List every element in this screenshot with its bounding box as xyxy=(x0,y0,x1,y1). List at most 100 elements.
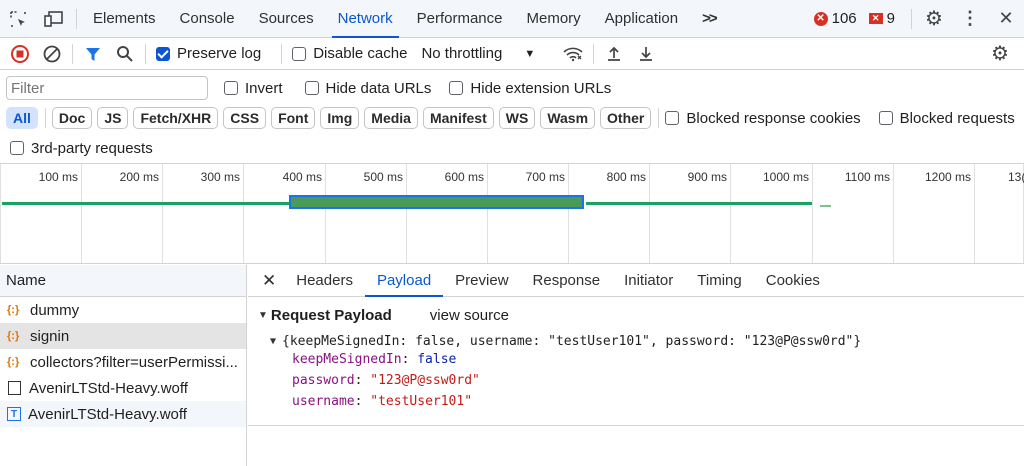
timeline-request-bar xyxy=(586,202,812,205)
tick-label: 13( xyxy=(1008,170,1024,184)
type-filter-img[interactable]: Img xyxy=(320,107,360,129)
divider xyxy=(911,8,912,29)
tab-headers[interactable]: Headers xyxy=(296,272,353,289)
inspect-element-icon[interactable] xyxy=(0,0,36,38)
tab-network[interactable]: Network xyxy=(326,0,405,38)
timeline-tick: 100 ms xyxy=(39,164,82,263)
invert-checkbox[interactable]: Invert xyxy=(224,80,283,97)
error-icon: ✕ xyxy=(813,11,828,26)
tab-preview[interactable]: Preview xyxy=(455,272,509,289)
hide-extension-urls-checkbox[interactable]: Hide extension URLs xyxy=(449,80,611,97)
settings-gear-icon[interactable]: ⚙ xyxy=(925,8,943,30)
timeline-tick: 900 ms xyxy=(688,164,731,263)
type-filter-other[interactable]: Other xyxy=(600,107,652,129)
payload-property[interactable]: username: "testUser101" xyxy=(292,394,473,409)
name-column-header[interactable]: Name xyxy=(0,265,246,297)
blocked-requests-checkbox[interactable]: Blocked requests xyxy=(878,110,1015,127)
third-party-requests-checkbox[interactable]: 3rd-party requests xyxy=(10,140,153,157)
blocked-response-cookies-checkbox[interactable]: Blocked response cookies xyxy=(665,109,861,127)
more-tabs-button[interactable]: >> xyxy=(702,10,718,27)
tab-sources[interactable]: Sources xyxy=(258,10,314,27)
type-filter-js[interactable]: JS xyxy=(97,107,129,129)
export-har-download-icon[interactable] xyxy=(630,38,662,70)
tab-console[interactable]: Console xyxy=(179,10,235,27)
hide-data-urls-checkbox[interactable]: Hide data URLs xyxy=(304,80,431,97)
error-count: 106 xyxy=(831,10,857,27)
tick-label: 1100 ms xyxy=(844,170,890,184)
request-row[interactable]: {:} collectors?filter=userPermissi... xyxy=(0,349,246,375)
tick-label: 700 ms xyxy=(525,170,565,184)
tab-timing[interactable]: Timing xyxy=(697,272,742,289)
json-icon: {:} xyxy=(7,330,20,342)
request-row-selected[interactable]: {:} signin xyxy=(0,323,246,349)
invert-label: Invert xyxy=(245,79,283,97)
tab-cookies[interactable]: Cookies xyxy=(765,272,820,289)
tick-label: 1000 ms xyxy=(762,170,809,184)
object-preview: {keepMeSignedIn: false, username: "testU… xyxy=(282,334,862,349)
property-value: "testUser101" xyxy=(370,394,473,409)
import-har-upload-icon[interactable] xyxy=(598,38,630,70)
divider xyxy=(145,43,146,64)
type-filter-css[interactable]: CSS xyxy=(223,107,267,129)
request-name: dummy xyxy=(30,301,80,319)
third-party-row: 3rd-party requests xyxy=(0,134,1024,162)
type-filter-wasm[interactable]: Wasm xyxy=(540,107,596,129)
stop-recording-icon[interactable] xyxy=(4,38,36,70)
timeline-tick: 400 ms xyxy=(283,164,326,263)
payload-object-summary[interactable]: ▼ {keepMeSignedIn: false, username: "tes… xyxy=(270,334,1014,349)
filter-funnel-icon[interactable] xyxy=(77,38,109,70)
type-filter-font[interactable]: Font xyxy=(271,107,316,129)
font-icon: T xyxy=(7,407,21,421)
payload-property[interactable]: password: "123@P@ssw0rd" xyxy=(292,373,480,388)
type-filter-fetch-xhr[interactable]: Fetch/XHR xyxy=(133,107,219,129)
timeline-tick: 1100 ms xyxy=(845,164,894,263)
issue-count: 9 xyxy=(886,10,895,27)
kebab-menu-icon[interactable]: ⋮ xyxy=(961,8,979,28)
type-filter-manifest[interactable]: Manifest xyxy=(422,107,494,129)
issue-counter[interactable]: ✕ 9 xyxy=(868,10,895,27)
request-payload-section: ▼ Request Payload view source ▼ {keepMeS… xyxy=(248,297,1024,422)
tab-initiator[interactable]: Initiator xyxy=(624,272,674,289)
type-filter-media[interactable]: Media xyxy=(364,107,418,129)
checkbox-icon xyxy=(10,141,24,155)
disable-cache-label: Disable cache xyxy=(313,45,408,62)
tab-payload[interactable]: Payload xyxy=(364,265,444,297)
type-filter-doc[interactable]: Doc xyxy=(51,107,93,129)
timeline-tick: 1000 ms xyxy=(763,164,813,263)
disable-cache-checkbox[interactable]: Disable cache xyxy=(292,45,407,62)
tick-label: 300 ms xyxy=(200,170,240,184)
detail-tabbar: ✕ Headers Payload Preview Response Initi… xyxy=(248,265,1024,297)
error-counter[interactable]: ✕ 106 xyxy=(813,10,857,27)
tick-label: 900 ms xyxy=(687,170,727,184)
blocked-response-cookies-label: Blocked response cookies xyxy=(686,109,861,127)
request-payload-header[interactable]: ▼ Request Payload view source xyxy=(258,307,1014,324)
request-name: collectors?filter=userPermissi... xyxy=(30,353,238,371)
network-toolbar: Preserve log Disable cache No throttling… xyxy=(0,38,1024,70)
clear-icon[interactable] xyxy=(36,38,68,70)
tick-label: 800 ms xyxy=(606,170,646,184)
type-filter-ws[interactable]: WS xyxy=(498,107,536,129)
request-name: AvenirLTStd-Heavy.woff xyxy=(28,405,187,423)
tab-application[interactable]: Application xyxy=(604,10,679,27)
search-icon[interactable] xyxy=(109,38,141,70)
view-source-link[interactable]: view source xyxy=(429,307,509,324)
network-conditions-wifi-icon[interactable] xyxy=(557,38,589,70)
network-settings-gear-icon[interactable]: ⚙ xyxy=(991,43,1009,65)
timeline-selected-request-bar[interactable] xyxy=(289,195,584,209)
filter-input[interactable] xyxy=(6,76,208,100)
payload-property[interactable]: keepMeSignedIn: false xyxy=(292,352,457,367)
preserve-log-checkbox[interactable]: Preserve log xyxy=(156,45,261,62)
tab-memory[interactable]: Memory xyxy=(526,10,581,27)
network-overview-timeline[interactable]: 100 ms 200 ms 300 ms 400 ms 500 ms 600 m… xyxy=(0,163,1024,264)
device-toolbar-icon[interactable] xyxy=(36,0,72,38)
tab-response[interactable]: Response xyxy=(532,272,601,289)
close-details-icon[interactable]: ✕ xyxy=(262,270,277,290)
tab-elements[interactable]: Elements xyxy=(93,10,156,27)
close-icon[interactable]: ✕ xyxy=(998,8,1014,28)
throttling-select[interactable]: No throttling ▼ xyxy=(421,45,535,62)
request-row[interactable]: T AvenirLTStd-Heavy.woff xyxy=(0,401,246,427)
type-filter-all[interactable]: All xyxy=(6,107,38,129)
request-row[interactable]: AvenirLTStd-Heavy.woff xyxy=(0,375,246,401)
tab-performance[interactable]: Performance xyxy=(416,10,503,27)
request-row[interactable]: {:} dummy xyxy=(0,297,246,323)
